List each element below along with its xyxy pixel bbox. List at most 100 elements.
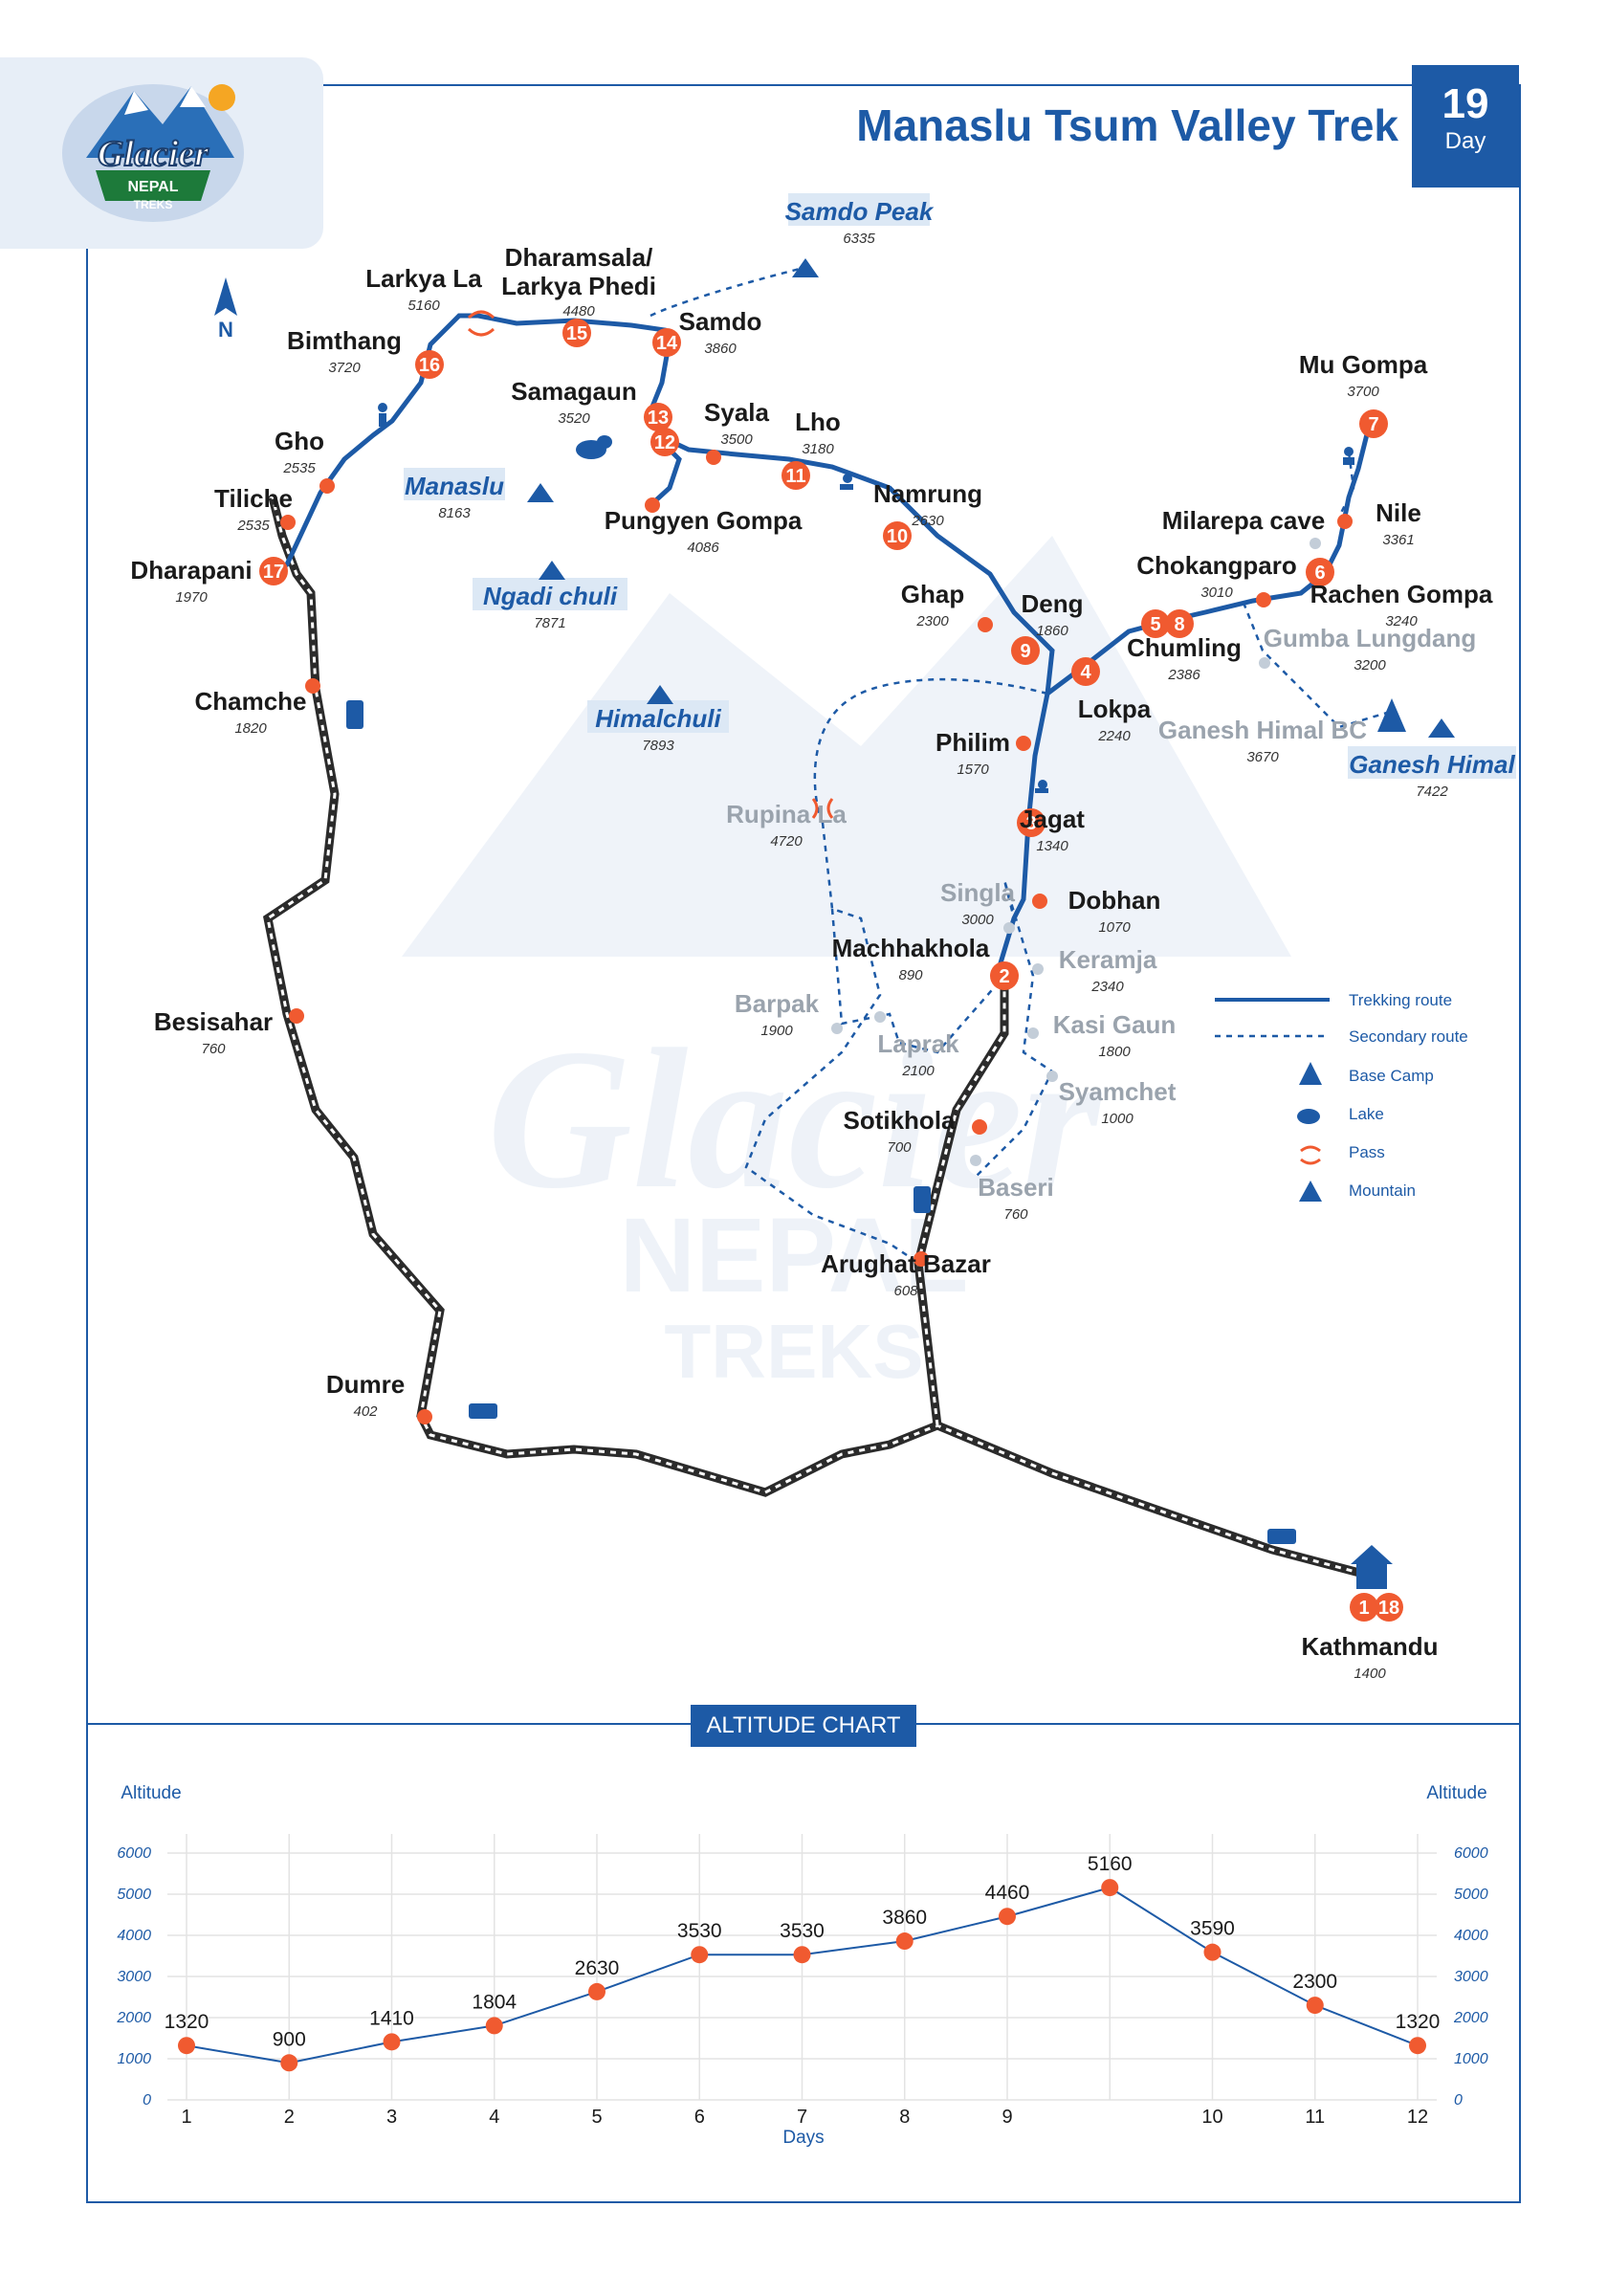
- stop-markers: [280, 450, 1353, 1424]
- place-ghap: Ghap 2300: [901, 580, 964, 629]
- x-tick-label: 8: [899, 2107, 910, 2128]
- base-camp-icon: [1377, 698, 1406, 732]
- y-tick-label: 5000: [117, 1887, 151, 1903]
- data-point: [280, 2054, 298, 2072]
- svg-text:18: 18: [1378, 1598, 1399, 1619]
- pass-icon: [1300, 1145, 1321, 1153]
- data-point: [999, 1908, 1016, 1926]
- place-name: Machhakhola: [832, 934, 990, 962]
- day-stop: 16: [415, 350, 444, 379]
- day-stop: 2: [990, 961, 1019, 990]
- place-altitude: 3000: [961, 912, 994, 928]
- data-point: [895, 1932, 914, 1951]
- day-stop: 15: [562, 319, 591, 347]
- bus-icon: [1267, 1529, 1296, 1544]
- svg-text:11: 11: [785, 466, 805, 487]
- place-name: Baseri: [978, 1173, 1054, 1202]
- place-name: Mu Gompa: [1299, 350, 1428, 379]
- place-altitude: 1860: [1036, 623, 1068, 639]
- place-altitude: 4086: [687, 540, 719, 556]
- place-milarepa-cave: Milarepa cave: [1162, 506, 1326, 535]
- day-stop: 18: [1375, 1593, 1403, 1622]
- place-name: Milarepa cave: [1162, 506, 1326, 535]
- svg-text:13: 13: [648, 408, 669, 429]
- place-name: Dobhan: [1068, 886, 1161, 915]
- x-tick-label: 9: [1002, 2107, 1012, 2128]
- place-altitude: 1970: [175, 589, 208, 606]
- svg-text:16: 16: [419, 355, 440, 376]
- y-axis-label: Altitude: [121, 1783, 181, 1803]
- place-altitude: 760: [1003, 1206, 1028, 1223]
- x-tick-label: 3: [386, 2107, 397, 2128]
- y-tick-label-right: 5000: [1454, 1887, 1488, 1903]
- data-label: 900: [273, 2028, 306, 2050]
- day-stop: 10: [883, 521, 912, 550]
- place-name: Philim: [936, 728, 1010, 757]
- place-altitude: 2386: [1167, 667, 1200, 683]
- y-tick-label: 2000: [116, 2010, 151, 2026]
- place-altitude: 1900: [760, 1023, 793, 1039]
- data-label: 5160: [1088, 1853, 1133, 1875]
- svg-text:10: 10: [887, 526, 908, 547]
- data-point: [588, 1982, 605, 2000]
- place-name: Ganesh Himal BC: [1158, 716, 1367, 744]
- legend-secondary: Secondary route: [1349, 1027, 1468, 1046]
- svg-text:Glacier: Glacier: [98, 134, 209, 174]
- day-stop: 14: [652, 328, 681, 357]
- mountain-altitude: 7871: [534, 615, 565, 631]
- mountain-altitude: 7893: [642, 738, 674, 754]
- place-baseri: Baseri 760: [978, 1173, 1054, 1223]
- svg-text:8: 8: [1174, 614, 1184, 635]
- data-point: [1203, 1943, 1222, 1961]
- day-stop: 11: [781, 461, 810, 490]
- hiker-icon: [378, 403, 387, 427]
- data-label: 3860: [882, 1907, 927, 1929]
- mountain-icon: [527, 483, 554, 502]
- svg-text:1: 1: [1358, 1598, 1369, 1619]
- pass-icon: [467, 310, 495, 337]
- place-altitude: 2300: [915, 613, 949, 629]
- data-point: [1409, 2037, 1426, 2055]
- chart-title: ALTITUDE CHART: [691, 1705, 916, 1747]
- y-tick-label: 6000: [117, 1845, 151, 1862]
- svg-text:17: 17: [263, 562, 284, 583]
- place-name: Ghap: [901, 580, 964, 608]
- place-name: Kathmandu: [1302, 1632, 1439, 1661]
- mountain-label-bg: [473, 578, 627, 610]
- place-altitude: 608: [893, 1283, 918, 1299]
- place-altitude: 3860: [704, 341, 737, 357]
- svg-text:6: 6: [1314, 563, 1325, 584]
- svg-text:TREKS: TREKS: [664, 1309, 923, 1394]
- y-axis-label-right: Altitude: [1426, 1783, 1486, 1803]
- place-altitude: 2535: [236, 518, 270, 534]
- legend-mountain: Mountain: [1349, 1181, 1416, 1200]
- x-tick-label: 7: [797, 2107, 807, 2128]
- x-tick-label: 10: [1201, 2107, 1222, 2128]
- day-stop: 17: [259, 557, 288, 585]
- day-stop: 12: [650, 428, 679, 456]
- y-tick-label-right: 2000: [1453, 2010, 1488, 2026]
- place-name: Rupina La: [726, 800, 847, 828]
- place-altitude: 890: [898, 967, 923, 983]
- north-arrow-icon: N: [214, 277, 237, 342]
- day-stop: 1: [1350, 1593, 1378, 1622]
- place-name: Bimthang: [287, 326, 402, 355]
- day-count: 19: [1442, 80, 1489, 127]
- y-tick-label-right: 4000: [1454, 1928, 1488, 1944]
